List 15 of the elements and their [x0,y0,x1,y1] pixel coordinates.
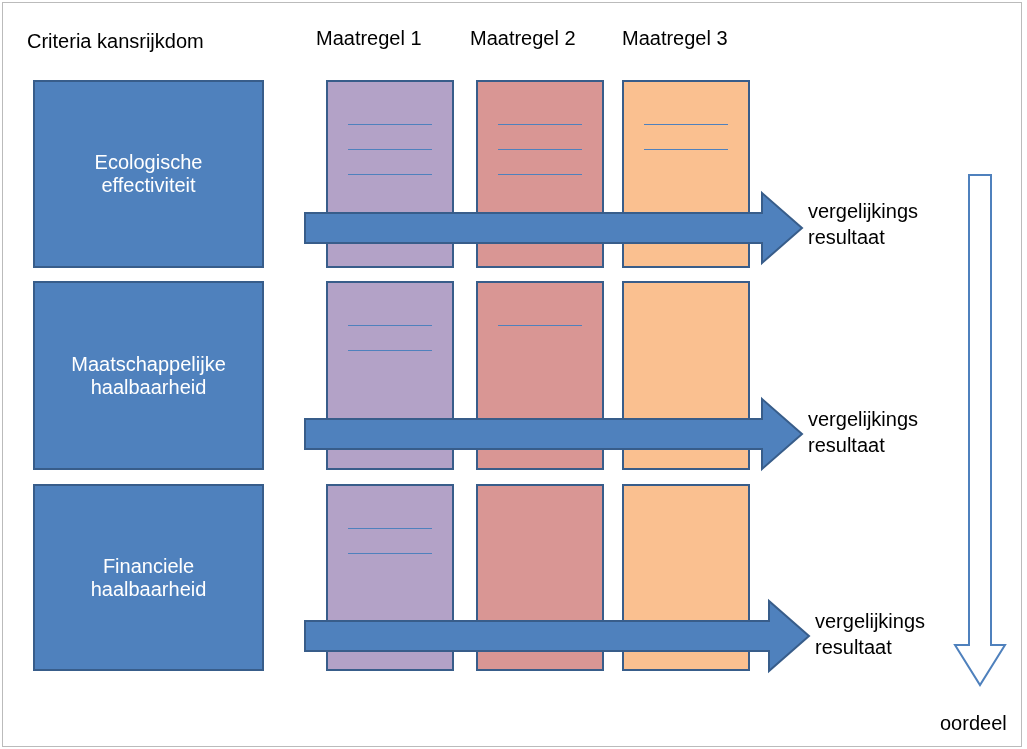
criterion-box: Maatschappelijke haalbaarheid [33,281,264,470]
result-text: vergelijkings resultaat [815,608,965,660]
block-arrow [304,598,811,674]
column-header: Maatregel 3 [622,26,728,51]
downward-block-arrow [953,174,1007,687]
column-header: Maatregel 1 [316,26,422,51]
criterion-box: Financiele haalbaarheid [33,484,264,671]
verdict-text: oordeel [940,710,1020,736]
column-header: Maatregel 2 [470,26,576,51]
criterion-box: Ecologische effectiviteit [33,80,264,268]
header-text: Criteria kansrijkdom [27,29,204,54]
result-text: vergelijkings resultaat [808,406,958,458]
block-arrow [304,190,804,266]
result-text: vergelijkings resultaat [808,198,958,250]
block-arrow [304,396,804,472]
